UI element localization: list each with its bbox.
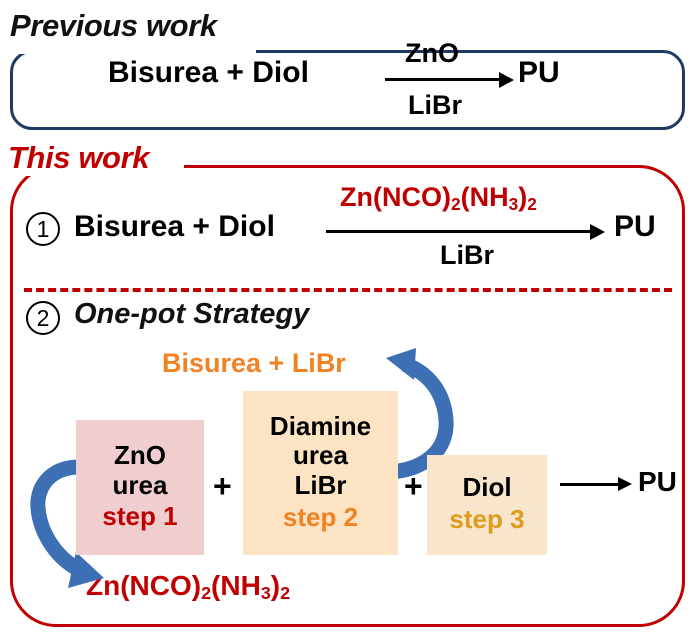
- previous-work-catalyst: ZnO: [405, 38, 459, 68]
- box-step-1: ZnO urea step 1: [76, 420, 204, 555]
- box-step-2-label: step 2: [282, 501, 359, 532]
- cycle-bottom-label: Zn(NCO)2(NH3)2: [86, 570, 290, 604]
- cycle-formula-sub-3: 2: [280, 582, 291, 603]
- box-step-3: Diol step 3: [427, 455, 547, 555]
- catalyst-seg-a: Zn(NCO): [340, 182, 451, 212]
- plus-sign-2: +: [404, 468, 423, 504]
- cycle-formula-seg-b: (NH: [211, 570, 261, 601]
- catalyst-seg-c: ): [518, 182, 528, 212]
- box-step-1-line-1: ZnO: [114, 439, 166, 470]
- section-2-number: 2: [26, 301, 60, 335]
- previous-work-panel: [10, 50, 685, 130]
- section-divider: [24, 288, 672, 292]
- box-step-3-label: step 3: [449, 503, 525, 534]
- final-arrow-head: [618, 477, 632, 491]
- previous-work-solvent: LiBr: [408, 90, 462, 120]
- catalyst-sub-3: 2: [527, 193, 537, 214]
- reaction-1-reactants: Bisurea + Diol: [74, 210, 275, 243]
- box-step-2-line-2: urea: [293, 440, 348, 471]
- cycle-formula-seg-c: ): [270, 570, 281, 601]
- catalyst-sub-2: 3: [508, 193, 519, 214]
- reaction-1-number: 1: [26, 212, 60, 246]
- cycle-top-label: Bisurea + LiBr: [162, 348, 346, 378]
- box-step-2-line-3: LiBr: [294, 469, 347, 500]
- reaction-1-product: PU: [614, 210, 656, 243]
- box-step-2-line-1: Diamine: [269, 410, 372, 441]
- cycle-formula-sub-1: 2: [201, 582, 212, 603]
- box-step-2: Diamine urea LiBr step 2: [243, 391, 398, 555]
- final-arrow-line: [560, 483, 622, 486]
- previous-work-product: PU: [518, 56, 560, 89]
- section-2-title: One-pot Strategy: [74, 298, 310, 330]
- plus-sign-1: +: [213, 468, 232, 504]
- this-work-label: This work: [6, 140, 156, 176]
- box-step-1-label: step 1: [102, 501, 178, 532]
- previous-work-reaction-arrow-line: [385, 78, 503, 81]
- reaction-1-arrow-head: [590, 224, 605, 240]
- box-step-3-line-1: Diol: [462, 472, 512, 503]
- reaction-1-arrow-line: [326, 230, 594, 233]
- previous-work-reactants: Bisurea + Diol: [108, 56, 309, 89]
- this-work-panel: [10, 165, 685, 627]
- cycle-formula-seg-a: Zn(NCO): [86, 570, 202, 601]
- reaction-1-solvent: LiBr: [440, 240, 494, 270]
- final-product: PU: [638, 466, 677, 497]
- previous-work-reaction-arrow-head: [499, 72, 514, 88]
- box-step-1-line-2: urea: [112, 469, 168, 500]
- catalyst-sub-1: 2: [450, 193, 461, 214]
- cycle-formula-sub-2: 3: [260, 582, 271, 603]
- previous-work-label: Previous work: [8, 8, 223, 44]
- catalyst-seg-b: (NH: [460, 182, 509, 212]
- reaction-1-catalyst: Zn(NCO)2(NH3)2: [340, 182, 537, 215]
